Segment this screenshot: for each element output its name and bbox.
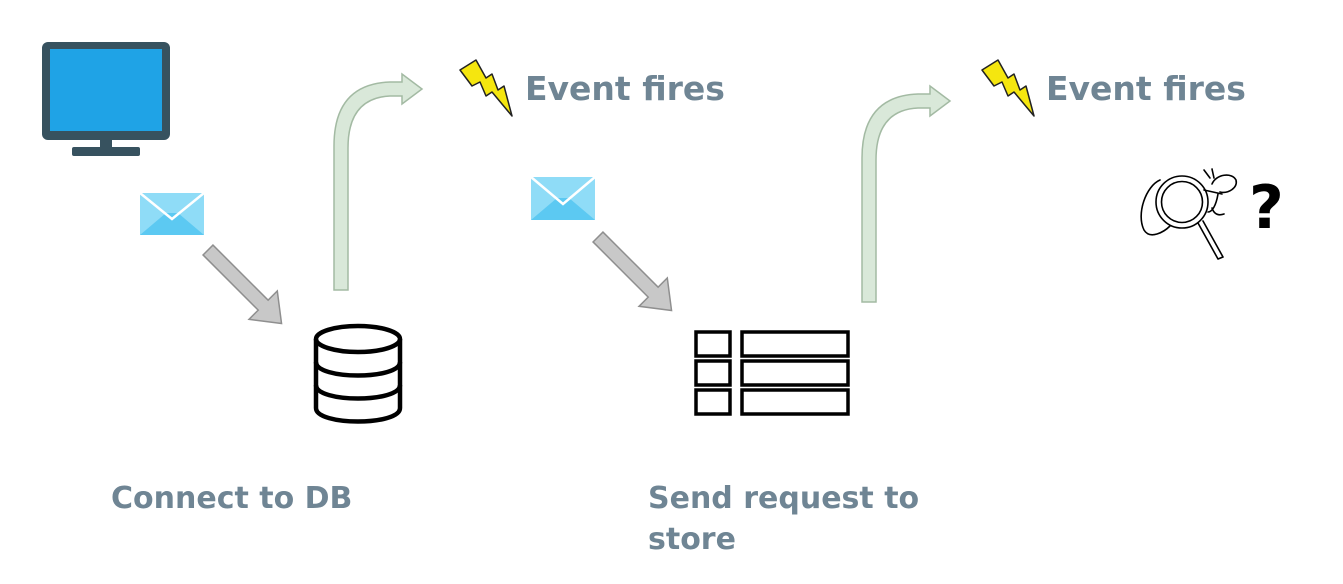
envelope-icon bbox=[139, 192, 205, 235]
event-label-2: Event fires bbox=[1046, 69, 1246, 108]
lightning-icon bbox=[459, 59, 513, 117]
question-mark: ? bbox=[1249, 173, 1284, 243]
database-icon bbox=[313, 323, 403, 424]
step-label-connect-db: Connect to DB bbox=[111, 481, 353, 516]
table-icon bbox=[694, 330, 850, 416]
event-arrow-icon bbox=[333, 72, 424, 291]
lightning-icon bbox=[981, 59, 1035, 117]
flow-arrow-icon bbox=[591, 230, 673, 312]
envelope-icon bbox=[530, 176, 596, 220]
event-arrow-icon bbox=[861, 84, 952, 303]
flow-arrow-icon bbox=[201, 243, 283, 325]
event-label-1: Event fires bbox=[525, 69, 725, 108]
magnifier-butterfly-icon bbox=[1140, 168, 1238, 260]
monitor-icon bbox=[42, 42, 170, 156]
step-label-send-request: Send request to store bbox=[648, 481, 920, 557]
